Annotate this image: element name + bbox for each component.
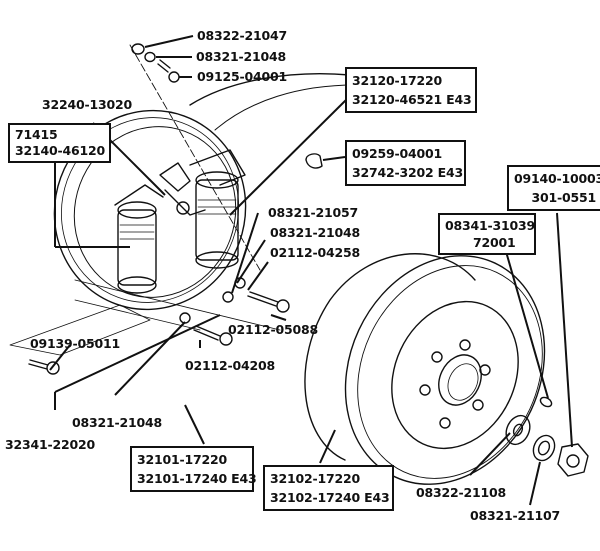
lockwasher-b-drawing	[179, 312, 191, 324]
lockwasher-top-drawing	[144, 51, 156, 63]
label-spring-washer: 08321-21107	[470, 508, 560, 523]
part-number: 32140-46120	[15, 143, 105, 158]
screw-top-drawing	[157, 59, 180, 83]
part-number: 09259-04001	[352, 146, 442, 161]
label-contact-breaker: 32240-13020	[42, 97, 132, 112]
part-number: 32102-17220	[270, 471, 360, 486]
label-box-nut: 09140-10003 301-0551	[507, 165, 600, 211]
label-box-wire-clamp: 09259-04001 32742-3202 E43	[345, 140, 466, 186]
stator-plate-drawing	[53, 109, 247, 311]
washer-top-drawing	[131, 43, 145, 55]
wire-clamp-drawing	[305, 153, 323, 169]
label-lockwasher-b: 08321-21048	[72, 415, 162, 430]
label-box-flywheel-rotor: 32102-17220 32102-17240 E43	[263, 465, 394, 511]
key-drawing	[539, 396, 553, 408]
ignition-coil-drawing	[189, 149, 246, 269]
part-number: 71415	[15, 127, 58, 142]
leader-lines	[49, 35, 573, 506]
label-cam-wick: 32341-22020	[5, 437, 95, 452]
part-number: 32101-17220	[137, 452, 227, 467]
nut-drawing	[557, 443, 589, 477]
spring-washer-drawing	[532, 434, 556, 462]
label-screw-b: 02112-05088	[228, 322, 318, 337]
part-number: 32742-3202 E43	[352, 165, 463, 180]
label-screw-c: 02112-04208	[185, 358, 275, 373]
part-number: 32102-17240 E43	[270, 490, 390, 505]
screw-a-drawing	[247, 291, 290, 313]
contact-breaker-drawing	[159, 162, 206, 216]
flywheel-rotor-drawing	[304, 253, 546, 485]
label-box-stator-plate: 32101-17220 32101-17240 E43	[130, 446, 257, 492]
screw-base-drawing	[28, 359, 60, 375]
part-number: 32101-17240 E43	[137, 471, 257, 486]
label-lockwasher-a: 08321-21048	[270, 225, 360, 240]
label-plain-washer: 08322-21108	[416, 485, 506, 500]
part-number: 08341-31039	[445, 218, 535, 233]
part-number: 32120-17220	[352, 73, 442, 88]
part-number: 09140-10003	[514, 171, 600, 186]
label-screw-top: 09125-04001	[197, 69, 287, 84]
label-screw-a: 02112-04258	[270, 245, 360, 260]
part-number: 72001	[473, 235, 516, 250]
screw-c-drawing	[193, 325, 233, 346]
label-screw-base: 09139-05011	[30, 336, 120, 351]
lockwasher-a-drawing	[222, 291, 234, 303]
part-number: 301-0551	[531, 190, 597, 205]
label-box-lighting-coil: 71415 32140-46120	[8, 123, 111, 163]
label-lockwasher-top: 08321-21048	[196, 49, 286, 64]
label-washer-top: 08322-21047	[197, 28, 287, 43]
part-number: 32120-46521 E43	[352, 92, 472, 107]
label-box-key: 08341-31039 72001	[438, 213, 536, 255]
lighting-coil-drawing	[114, 184, 164, 294]
label-washer-a: 08321-21057	[268, 205, 358, 220]
plain-washer-drawing	[505, 414, 531, 446]
label-box-ignition-coil: 32120-17220 32120-46521 E43	[345, 67, 477, 113]
